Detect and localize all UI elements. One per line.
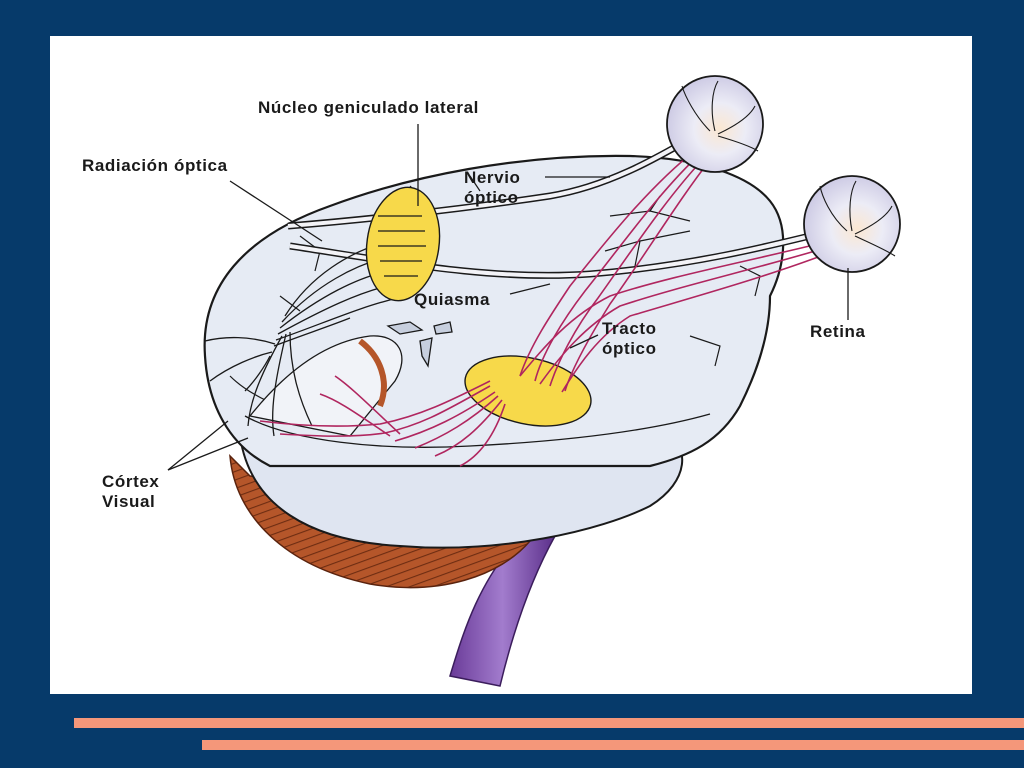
decorative-stripe-upper bbox=[74, 718, 1024, 728]
eye-upper bbox=[666, 75, 764, 173]
label-tracto-optico-line1: Tracto bbox=[602, 319, 657, 338]
label-radiacion-optica: Radiación óptica bbox=[82, 156, 228, 175]
label-nervio-optico: Nervio óptico bbox=[464, 168, 521, 208]
label-tracto-optico-line2: óptico bbox=[602, 339, 657, 358]
label-nervio-optico-line1: Nervio bbox=[464, 168, 521, 187]
visual-pathway-illustration bbox=[167, 75, 901, 687]
label-cortex-visual-line1: Córtex bbox=[102, 472, 160, 491]
leader-cortex-1 bbox=[167, 420, 229, 471]
eye-lower bbox=[803, 175, 901, 273]
decorative-stripe-lower bbox=[202, 740, 1024, 750]
leader-quiasma bbox=[509, 283, 551, 295]
label-nucleo-geniculado-lateral: Núcleo geniculado lateral bbox=[258, 98, 479, 117]
leader-cortex-2 bbox=[167, 437, 249, 471]
leader-radiacion bbox=[229, 180, 323, 242]
label-cortex-visual-line2: Visual bbox=[102, 492, 156, 511]
leader-lines bbox=[167, 124, 849, 471]
leader-tracto bbox=[569, 334, 599, 349]
label-cortex-visual: Córtex Visual bbox=[102, 472, 159, 512]
optic-tract-fibers bbox=[259, 147, 835, 467]
label-tracto-optico: Tracto óptico bbox=[602, 319, 657, 359]
label-retina: Retina bbox=[810, 322, 866, 341]
diagram-panel: Núcleo geniculado lateral Radiación ópti… bbox=[50, 36, 972, 694]
ventricles bbox=[386, 321, 453, 368]
label-quiasma: Quiasma bbox=[414, 290, 491, 309]
left-optic-nerve bbox=[287, 132, 697, 230]
label-nervio-optico-line2: óptico bbox=[464, 188, 519, 207]
